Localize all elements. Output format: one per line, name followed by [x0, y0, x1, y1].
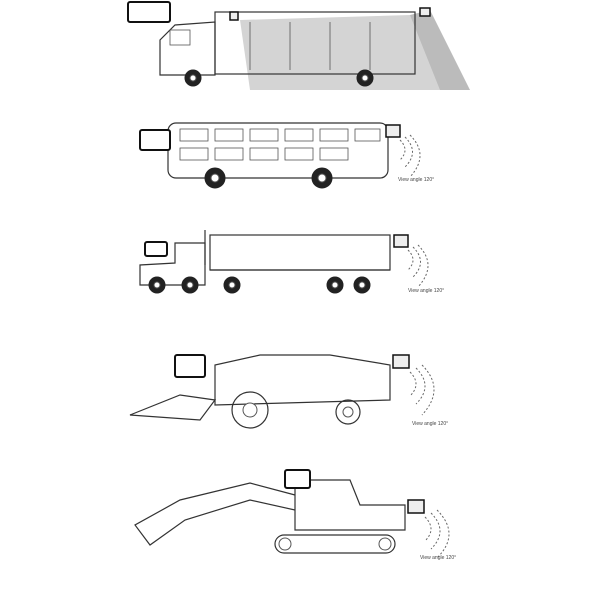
harvester-diagram: View angle 120° [0, 340, 600, 435]
view-angle-arcs [399, 134, 421, 178]
excavator-arm [134, 482, 296, 546]
camera-icon [392, 354, 410, 369]
view-angle-arcs [409, 364, 435, 416]
monitor-icon [174, 354, 206, 378]
bus-drawing [139, 122, 421, 189]
box-truck-diagram [0, 0, 600, 90]
camera-icon [393, 234, 409, 248]
truck-cab [139, 242, 206, 286]
excavator-drawing [134, 469, 450, 559]
monitor-icon [139, 129, 171, 151]
harvester-drawing [129, 354, 435, 429]
camera-icon [407, 499, 425, 514]
box-truck-drawing [127, 1, 470, 90]
camera-icon [385, 124, 401, 138]
view-angle-label: View angle 120° [408, 288, 445, 294]
camera-icon [229, 11, 239, 21]
view-angle-arcs [407, 244, 429, 288]
header-cutter [129, 394, 217, 421]
view-angle-label: View angle 120° [420, 555, 457, 561]
view-angle-label: View angle 120° [398, 177, 435, 183]
monitor-icon [284, 469, 311, 489]
camera-icon [419, 7, 431, 17]
view-angle-label: View angle 120° [412, 421, 449, 427]
harvester-body [214, 354, 391, 406]
excavator-diagram: View angle 120° [0, 465, 600, 565]
truck-cab [159, 21, 216, 76]
monitor-icon [127, 1, 171, 23]
trailer [209, 234, 391, 271]
semi-truck-drawing [139, 230, 429, 294]
excavator-cab [294, 479, 406, 531]
track [274, 534, 396, 554]
view-angle-arcs [424, 509, 450, 559]
semi-truck-diagram: View angle 120° [0, 225, 600, 305]
monitor-icon [144, 241, 168, 257]
bus-diagram: View angle 120° [0, 115, 600, 200]
camera-view-shade-side [410, 10, 470, 90]
camera-view-shade [240, 15, 470, 90]
